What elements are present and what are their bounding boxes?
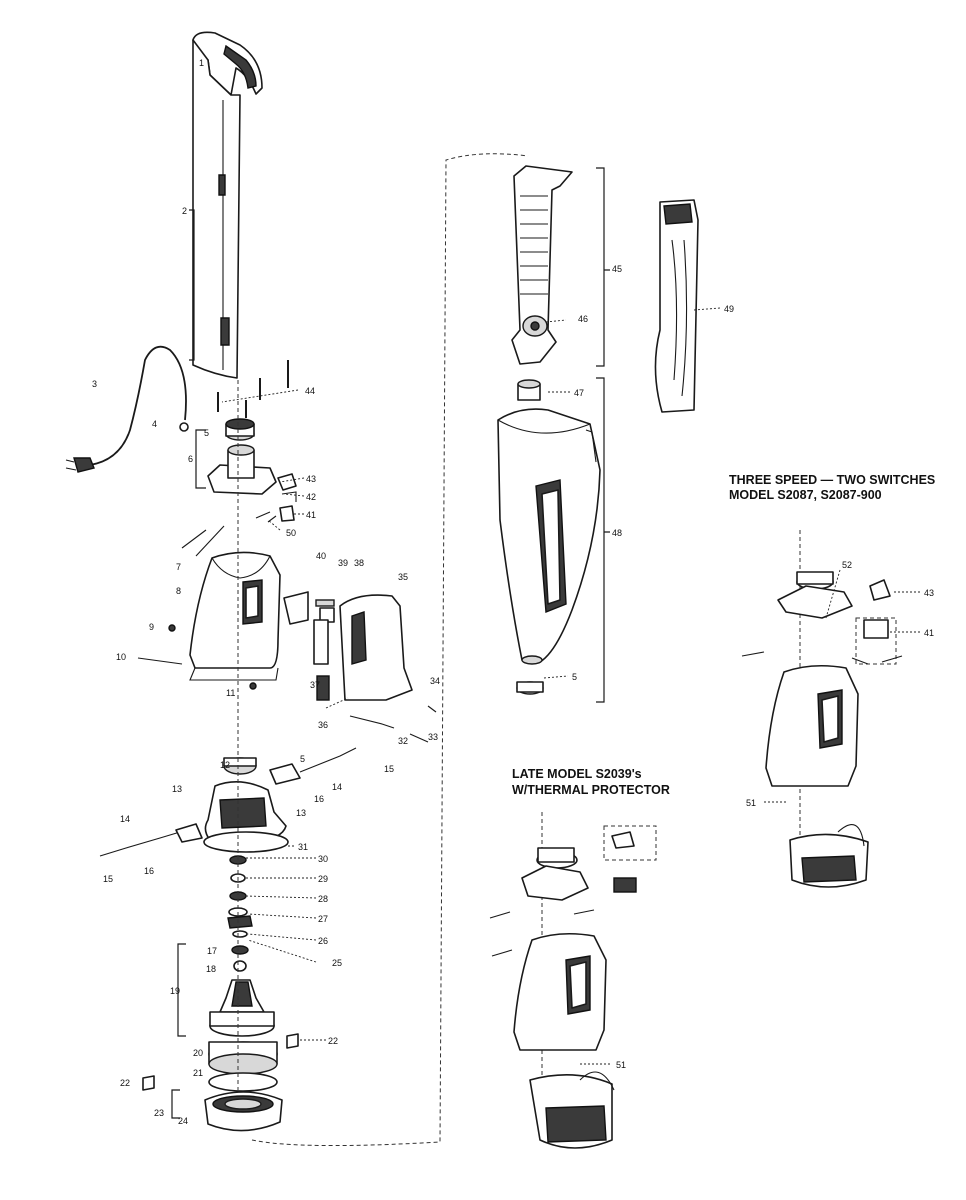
callout-number: 11: [226, 688, 235, 698]
callout-number: 50: [286, 528, 296, 538]
callout-number: 40: [316, 551, 326, 561]
callout-number: 35: [398, 572, 408, 582]
callout-number: 14: [120, 814, 130, 824]
three-speed-variant: [741, 530, 903, 888]
callout-number: 34: [430, 676, 440, 686]
callout-number: 15: [103, 874, 113, 884]
callout-number: 19: [170, 986, 180, 996]
bearing-bracket: [227, 915, 253, 929]
callout-number: 37: [310, 680, 320, 690]
callout-number: 42: [306, 492, 316, 502]
motor-housing: [189, 551, 281, 669]
callout-number: 10: [116, 652, 126, 662]
callout-number: 1: [199, 58, 204, 68]
handle-grip-ridges: [223, 44, 257, 89]
main-assembly: [65, 31, 529, 1147]
callout-number: 51: [746, 798, 756, 808]
callout-number: 43: [924, 588, 934, 598]
late-model-variant: [489, 812, 657, 1149]
callout-number: 3: [92, 379, 97, 389]
callout-number: 36: [318, 720, 328, 730]
callout-number: 41: [924, 628, 934, 638]
callout-number: 28: [318, 894, 328, 904]
bag-holder: [511, 165, 573, 365]
screws-44: [217, 360, 289, 418]
three-speed-title: THREE SPEED — TWO SWITCHES: [729, 473, 935, 487]
callout-number: 6: [188, 454, 193, 464]
callout-number: 52: [842, 560, 852, 570]
callout-number: 31: [298, 842, 308, 852]
callout-number: 14: [332, 782, 342, 792]
callout-number: 24: [178, 1116, 188, 1126]
callout-number: 7: [176, 562, 181, 572]
callout-number: 16: [314, 794, 324, 804]
callout-number: 27: [318, 914, 328, 924]
switch-plate: [283, 591, 309, 625]
washer-17: [231, 945, 249, 955]
cord-bracket: [207, 464, 277, 495]
wire-leads: [181, 525, 225, 557]
callout-number: 4: [152, 419, 157, 429]
callout-number: 20: [193, 1048, 203, 1058]
callout-number: 9: [149, 622, 154, 632]
callout-number: 44: [305, 386, 315, 396]
connector: [269, 763, 301, 785]
callout-number: 41: [306, 510, 316, 520]
callout-number: 5: [204, 428, 209, 438]
fan-gasket: [208, 1072, 278, 1092]
callout-number: 12: [220, 760, 230, 770]
callout-number: 21: [193, 1068, 203, 1078]
switch-cover: [339, 594, 413, 701]
callout-number: 22: [120, 1078, 130, 1088]
callout-number: 32: [398, 736, 408, 746]
callout-number: 5: [300, 754, 305, 764]
callout-number: 17: [207, 946, 217, 956]
callout-number: 45: [612, 264, 622, 274]
callout-number: 5: [572, 672, 577, 682]
callout-number: 49: [724, 304, 734, 314]
cord-clip: [179, 422, 189, 432]
callout-number: 33: [428, 732, 438, 742]
three-speed-housing: [765, 664, 859, 787]
callout-number: 23: [154, 1108, 164, 1118]
cord-plug: [73, 457, 95, 473]
callout-number: 8: [176, 586, 181, 596]
callout-number: 13: [296, 808, 306, 818]
callout-number: 25: [332, 958, 342, 968]
callout-number: 22: [328, 1036, 338, 1046]
callout-number: 13: [172, 784, 182, 794]
handle-tube: [192, 39, 241, 379]
callouts: 1 2 3 4 5 6 44 43 42 41 50 7 8 9 10 11 4…: [92, 58, 934, 1126]
callout-number: 46: [578, 314, 588, 324]
callout-number: 48: [612, 528, 622, 538]
callout-number: 30: [318, 854, 328, 864]
callout-number: 15: [384, 764, 394, 774]
callout-number: 26: [318, 936, 328, 946]
callout-number: 47: [574, 388, 584, 398]
callout-number: 29: [318, 874, 328, 884]
bag-assembly: [497, 165, 699, 703]
power-cord: [89, 345, 187, 466]
switch: [277, 473, 297, 491]
late-model-title: LATE MODEL S2039's: [512, 767, 642, 781]
late-model-subtitle: W/THERMAL PROTECTOR: [512, 783, 670, 797]
callout-number: 16: [144, 866, 154, 876]
three-speed-model: MODEL S2087, S2087-900: [729, 488, 882, 502]
callout-number: 18: [206, 964, 216, 974]
callout-number: 51: [616, 1060, 626, 1070]
callout-number: 2: [182, 206, 187, 216]
callout-number: 43: [306, 474, 316, 484]
late-model-housing: [513, 932, 607, 1051]
callout-number: 39: [338, 558, 348, 568]
callout-number: 38: [354, 558, 364, 568]
